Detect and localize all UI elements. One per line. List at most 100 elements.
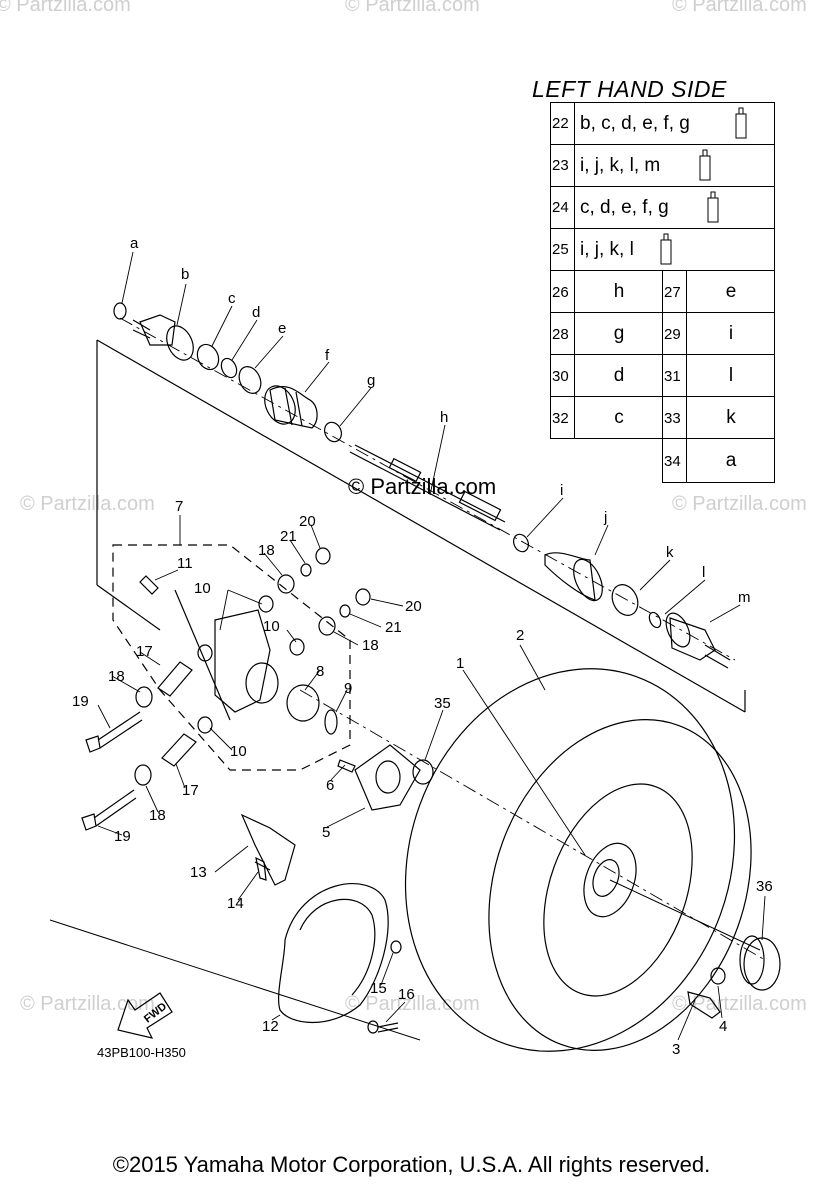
band-i: [513, 533, 529, 553]
grease-tube-icon: [735, 107, 747, 139]
callout-8: 8: [316, 663, 324, 680]
row-number: 28: [552, 326, 569, 343]
circlip-l: [648, 611, 662, 629]
washer-21: [339, 604, 351, 618]
bolt-16: [367, 1020, 399, 1034]
o-ring-c: [196, 343, 220, 371]
table-cell: [550, 144, 575, 187]
callout-a: a: [130, 235, 139, 252]
row-number: 27: [664, 284, 681, 301]
cv-joint-outer-b: [132, 314, 194, 361]
knuckle: [174, 589, 279, 721]
row-letter: d: [613, 365, 625, 386]
table-cell: [550, 186, 575, 229]
hub-bolt-6: [337, 759, 356, 773]
watermark: © Partzilla.com: [672, 993, 807, 1015]
row-number: 25: [552, 241, 569, 258]
row-letter: g: [613, 323, 625, 344]
row-letter: i: [728, 323, 734, 344]
grease-tube-icon: [660, 233, 672, 265]
band-e: [238, 366, 262, 394]
watermark: © Partzilla.com: [345, 993, 480, 1015]
circlip-d: [220, 357, 238, 379]
row-number: 31: [664, 368, 681, 385]
callout-c: c: [228, 290, 236, 307]
callout-4: 4: [719, 1018, 727, 1035]
watermark: © Partzilla.com: [345, 0, 480, 16]
table-cell: [662, 354, 687, 397]
callout-10: 10: [263, 618, 280, 635]
watermark: © Partzilla.com: [20, 493, 155, 515]
screw-14: [255, 856, 267, 881]
tire-2: [404, 668, 752, 1052]
callout-11: 11: [177, 555, 193, 572]
wheel-nut-4: [710, 967, 726, 985]
bushing-10: [289, 638, 305, 656]
watermark: © Partzilla.com: [672, 0, 807, 16]
table-cell: [550, 312, 575, 355]
axle-nut-35: [412, 759, 434, 785]
table-cell: [550, 354, 575, 397]
boot-f: [264, 385, 318, 429]
watermark: © Partzilla.com: [0, 0, 131, 16]
callout-f: f: [325, 347, 330, 364]
circlip-9: [324, 709, 338, 735]
table-row: [550, 144, 775, 187]
callout-18: 18: [108, 668, 125, 685]
callout-20: 20: [299, 513, 316, 530]
collar-17: [157, 661, 193, 697]
washer-18: [318, 616, 336, 636]
table-cell: [662, 270, 687, 313]
wheel-rim-1: [543, 783, 693, 997]
row-number: 26: [552, 284, 569, 301]
callout-b: b: [181, 266, 189, 283]
callout-13: 13: [190, 864, 207, 881]
table-row: [550, 186, 775, 229]
collar-17: [161, 733, 197, 767]
table-cell: [550, 228, 575, 271]
bushing-10: [197, 644, 213, 662]
callout-15: 15: [370, 980, 387, 997]
row-number: 30: [552, 368, 569, 385]
callout-e: e: [278, 320, 286, 337]
band-k: [611, 584, 639, 616]
fwd-arrow-icon: [117, 992, 173, 1039]
callout-21: 21: [385, 619, 402, 636]
wheel-hub-5: [354, 744, 421, 811]
bushing-10: [258, 595, 274, 613]
callout-i: i: [560, 482, 563, 499]
row-number: 29: [664, 326, 681, 343]
callout-19: 19: [114, 828, 131, 845]
grease-tube-icon: [707, 191, 719, 223]
table-cell: [550, 396, 575, 439]
copyright-notice: ©2015 Yamaha Motor Corporation, U.S.A. A…: [112, 1152, 711, 1177]
callout-1: 1: [456, 655, 464, 672]
callout-l: l: [702, 564, 705, 581]
watermark: © Partzilla.com: [20, 993, 155, 1015]
cv-joint-outer-m: [665, 612, 731, 669]
callout-g: g: [367, 372, 375, 389]
bolt-19: [81, 789, 137, 831]
callout-d: d: [252, 304, 260, 321]
row-number: 24: [552, 199, 569, 216]
callout-10: 10: [194, 580, 211, 597]
callout-h: h: [440, 409, 448, 426]
row-parts: i, j, k, l: [580, 239, 634, 260]
center-watermark: © Partzilla.com: [348, 474, 497, 499]
callout-m: m: [738, 589, 751, 606]
hub-cap-36: [739, 935, 781, 991]
row-number: 34: [664, 453, 681, 470]
callout-9: 9: [344, 680, 352, 697]
callout-35: 35: [434, 695, 451, 712]
nut-20: [355, 588, 371, 606]
guard-13: [240, 813, 296, 886]
callout-18: 18: [362, 637, 379, 654]
table-cell: [550, 102, 575, 145]
callout-17: 17: [136, 643, 153, 660]
row-number: 23: [552, 157, 569, 174]
table-title: LEFT HAND SIDE: [532, 76, 727, 102]
row-number: 22: [552, 115, 569, 132]
row-letter: l: [728, 365, 734, 386]
table-cell: [662, 438, 687, 483]
